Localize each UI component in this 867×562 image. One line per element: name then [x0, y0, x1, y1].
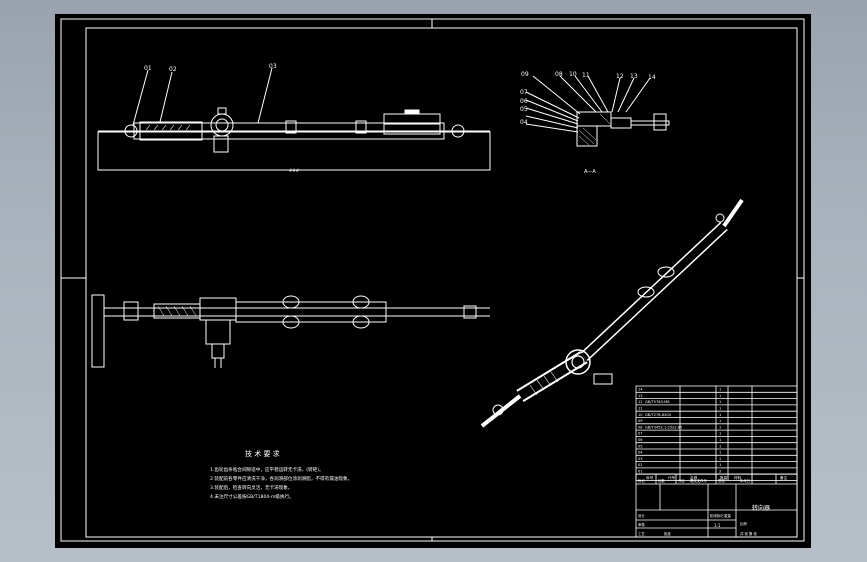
bom-cell-number: 06 — [638, 438, 643, 442]
bom-cell-qty: 1 — [719, 400, 721, 404]
balloon-06: 06 — [520, 98, 528, 105]
bom-cell-number: 11 — [638, 407, 643, 411]
bom-cell-number: 13 — [638, 394, 643, 398]
balloon-08: 08 — [555, 71, 563, 78]
bom-cell-number: 07 — [638, 432, 643, 436]
bom-cell-qty: 1 — [719, 451, 721, 455]
bom-cell-code: GB/T5783-M8 — [645, 400, 670, 404]
balloon-14: 14 — [648, 74, 656, 81]
section-balloons: 09 07 06 05 04 08 10 11 12 13 14 — [520, 71, 656, 126]
bom-header-cell: 备注 — [780, 475, 788, 480]
bom-cell-number: 02 — [638, 463, 643, 467]
isometric-view — [480, 198, 744, 428]
title-block — [635, 473, 798, 538]
bom-cell-qty: 1 — [719, 394, 721, 398]
balloon-10: 10 — [569, 71, 577, 78]
balloon-02: 02 — [169, 66, 177, 73]
balloon-12: 12 — [616, 73, 624, 80]
bom-cell-number: 03 — [638, 457, 643, 461]
tech-requirements: 1.齿轮齿条啮合间隙适中，应平稳运转无卡滞，(转矩)。 2.装配前各零件应清洗干… — [210, 466, 352, 500]
bom-header-cell: 材料 — [734, 475, 742, 480]
bom-cell-qty: 1 — [719, 388, 721, 392]
bom-cell-code: GB/T276-6204 — [645, 413, 672, 417]
balloon-05: 05 — [520, 106, 528, 113]
title-block-label: 审核 — [638, 522, 645, 527]
title-block-label: 阶段标记 — [710, 513, 724, 518]
title-block-label: 年月日 — [740, 478, 750, 483]
title-block-label: 标记 — [638, 478, 645, 483]
section-view — [525, 75, 670, 147]
balloon-01: 01 — [144, 65, 152, 72]
bom-cell-number: 10 — [638, 413, 643, 417]
bom-header-cell: 数量 — [720, 475, 728, 480]
bom-cell-number: 01 — [638, 470, 643, 474]
balloon-13: 13 — [630, 73, 638, 80]
balloon-11: 11 — [582, 72, 590, 79]
balloon-07: 07 — [520, 89, 528, 96]
bom-cell-qty: 1 — [719, 425, 721, 429]
bom-cell-number: 14 — [638, 388, 643, 392]
title-block-label: 更改文件号 — [690, 478, 708, 483]
bom-cell-qty: 1 — [719, 457, 721, 461]
bom-cell-qty: 1 — [719, 407, 721, 411]
dimension-label: ### — [289, 168, 300, 173]
title-block-labels: 标记 处数 分区更改文件号 签名 年月日设计审核工艺 批准 阶段标记重量比例共 张 第 张 — [638, 478, 757, 536]
bom-cell-qty: 1 — [719, 444, 721, 448]
section-label: A—A — [584, 169, 596, 175]
bom-header-cell: 序号 — [646, 475, 654, 480]
title-block-label: 设计 — [638, 513, 645, 518]
inner-border — [85, 27, 798, 538]
bom-cell-code: GB/T3452.1-25x2.65 — [645, 425, 682, 429]
title-block-label: 共 张 第 张 — [740, 531, 757, 536]
tech-req-line: 4.未注尺寸公差按GB/T1804-m级执行。 — [210, 493, 294, 500]
title-block-label: 重量 — [724, 513, 731, 518]
tech-req-line: 1.齿轮齿条啮合间隙适中，应平稳运转无卡滞，(转矩)。 — [210, 466, 324, 473]
drawing-paper — [55, 14, 811, 548]
zone-ticks — [61, 19, 804, 541]
tech-req-line: 3.装配后，检查转向灵活，无卡滞现象。 — [210, 484, 292, 491]
bom-cell-number: 04 — [638, 451, 643, 455]
bom-header-cell: 名称 — [690, 475, 698, 480]
tech-req-line: 2.装配前各零件应清洗干净，各润滑部位涂润滑脂，不得有漏油现象。 — [210, 475, 352, 482]
scale-value: 1:1 — [714, 523, 721, 528]
title-block-label: 工艺 — [638, 531, 645, 536]
bom-cell-qty: 1 — [719, 413, 721, 417]
title-block-label: 分区 — [678, 478, 685, 483]
bom-cell-qty: 1 — [719, 463, 721, 467]
bom-table — [635, 385, 798, 481]
bom-cell-number: 09 — [638, 419, 643, 423]
tech-requirements-title: 技 术 要 求 — [245, 449, 280, 458]
bom-cell-number: 12 — [638, 400, 643, 404]
balloon-04: 04 — [520, 119, 528, 126]
title-block-label: 处数 — [658, 478, 665, 483]
balloon-09: 09 — [521, 71, 529, 78]
title-block-label: 批准 — [664, 531, 671, 536]
top-view — [91, 294, 490, 368]
bom-cell-qty: 1 — [719, 432, 721, 436]
balloon-03: 03 — [269, 63, 277, 70]
title-block-label: 签名 — [718, 478, 725, 483]
bom-cell-qty: 1 — [719, 419, 721, 423]
title-block-label: 比例 — [740, 521, 747, 526]
bom-cell-number: 08 — [638, 425, 643, 429]
bom-cell-qty: 1 — [719, 438, 721, 442]
bom-header-cell: 代号 — [668, 475, 676, 480]
front-view — [97, 67, 491, 171]
bom-cell-qty: 2 — [719, 470, 721, 474]
bom-cell-number: 05 — [638, 444, 643, 448]
drawing-title: 转向器 — [752, 504, 770, 512]
